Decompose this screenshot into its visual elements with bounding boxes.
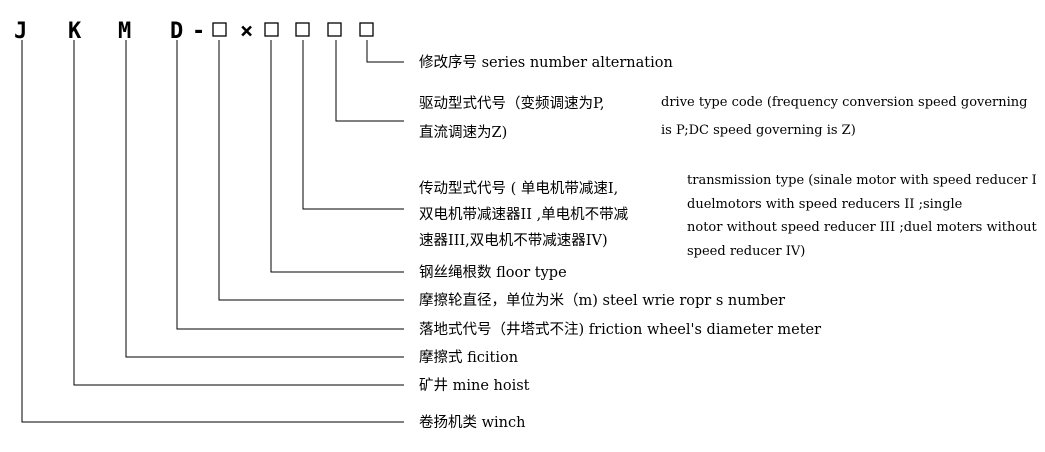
code-char-times: × (240, 19, 253, 44)
label-trans-en-line3: notor without speed reducer III ;duel mo… (687, 220, 1038, 235)
label-drive-zh-line1: 驱动型式代号（变频调速为P, (419, 95, 604, 112)
label-drive-en-line1: drive type code (frequency conversion sp… (661, 95, 1028, 110)
label-trans-en-line2: duelmotors with speed reducers II ;singl… (687, 197, 963, 212)
label-wheel: 摩擦轮直径，单位为米（m) steel wrie ropr s number (419, 291, 785, 309)
code-char-j: J (14, 19, 27, 44)
code-box-1 (212, 22, 227, 37)
leader-series (366, 40, 404, 63)
leader-mine (73, 40, 404, 386)
label-friction: 摩擦式 ficition (419, 348, 518, 366)
code-char-k: K (68, 19, 82, 44)
label-landing: 落地式代号（井塔式不注) friction wheel's diameter m… (419, 321, 821, 338)
code-char-dash: - (192, 19, 205, 44)
code-box-2 (264, 22, 279, 37)
label-winch: 卷扬机类 winch (419, 414, 525, 431)
label-series: 修改序号 series number alternation (419, 54, 673, 71)
label-trans-zh-line1: 传动型式代号 ( 单电机带减速I, (419, 180, 618, 197)
label-drive-zh-line2: 直流调速为Z) (419, 124, 507, 141)
label-mine: 矿井 mine hoist (419, 377, 530, 394)
label-trans-en-line4: speed reducer IV) (687, 244, 805, 259)
code-box-4 (327, 22, 342, 37)
leader-wheel (218, 40, 404, 301)
code-box-5 (359, 22, 374, 37)
leader-winch (21, 40, 404, 423)
leader-friction (125, 40, 404, 358)
code-box-3 (295, 22, 310, 37)
label-floor: 钢丝绳根数 floor type (419, 264, 567, 281)
leader-landing (176, 40, 404, 330)
label-trans-zh-line2: 双电机带减速器II ,单电机不带减 (419, 206, 629, 223)
code-char-m: M (118, 19, 131, 44)
leader-drive (335, 40, 404, 122)
leader-transmission (302, 40, 404, 210)
code-char-d: D (170, 19, 183, 44)
label-trans-en-line1: transmission type (sinale motor with spe… (687, 173, 1037, 188)
leader-floor (270, 40, 404, 273)
label-trans-zh-line3: 速器III,双电机不带减速器IV) (419, 232, 608, 249)
label-drive-en-line2: is P;DC speed governing is Z) (661, 123, 856, 138)
